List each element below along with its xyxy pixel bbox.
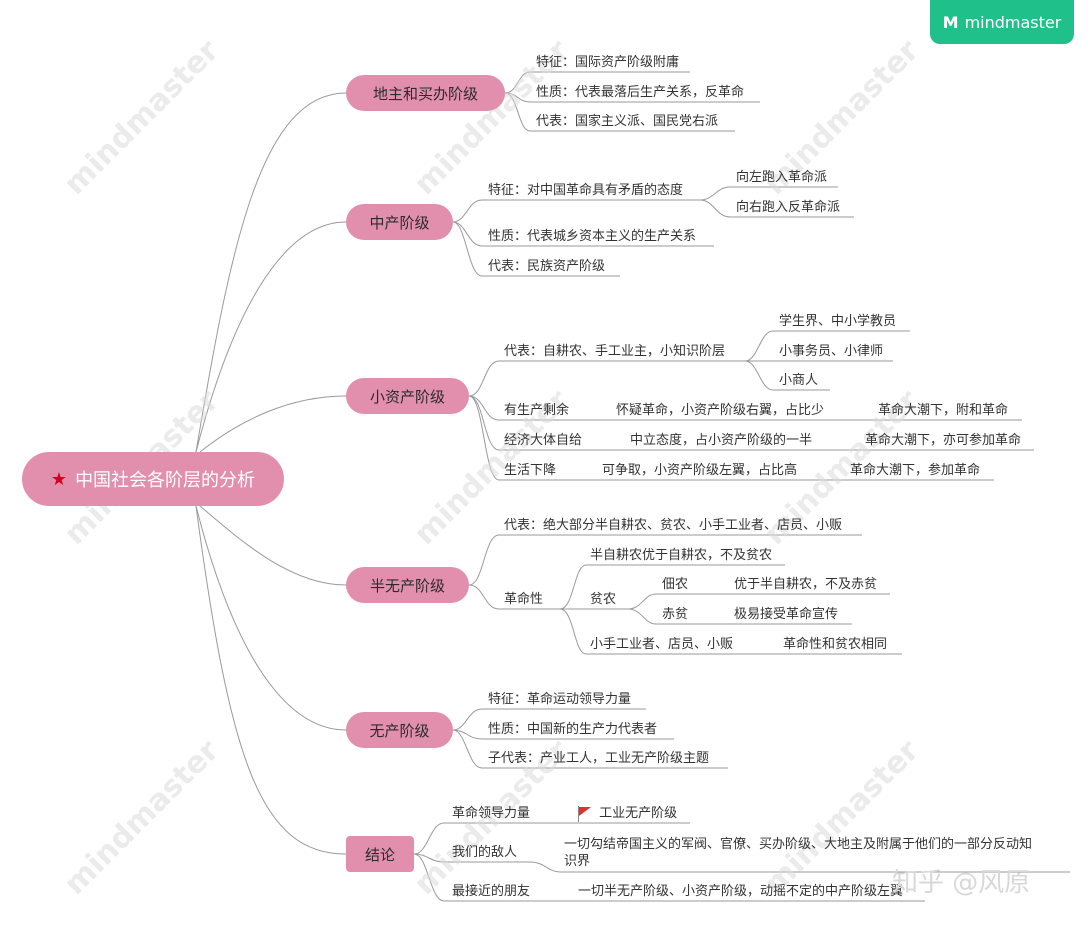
topic-dizhu-nature[interactable]: 性质：代表最落后生产关系，反革命: [536, 85, 745, 100]
topic-xiaozichan-row-c[interactable]: 革命大潮下，附和革命: [878, 403, 1009, 418]
flag-icon: [579, 807, 591, 816]
topic-xiaozichan-rep[interactable]: 代表：自耕农、手工业主，小知识阶层: [504, 344, 726, 359]
star-icon: ★: [50, 468, 68, 490]
topic-jielun-enemy-val-line2[interactable]: 识界: [564, 854, 591, 869]
topic-banwuchan-chi[interactable]: 赤贫: [662, 607, 689, 622]
topic-xiaozichan-rep-sub[interactable]: 小商人: [779, 373, 819, 388]
topic-jielun-lead[interactable]: 革命领导力量: [452, 806, 531, 821]
topic-jielun-friend[interactable]: 最接近的朋友: [452, 884, 531, 899]
topic-jielun-lead-val-text: 工业无产阶级: [599, 806, 678, 821]
branch-wuchan[interactable]: 无产阶级: [346, 712, 453, 748]
topic-jielun-lead-val[interactable]: 工业无产阶级: [578, 806, 677, 822]
topic-banwuchan-chi-desc[interactable]: 极易接受革命宣传: [734, 607, 839, 622]
branch-jielun[interactable]: 结论: [346, 836, 414, 872]
topic-banwuchan-dian[interactable]: 佃农: [662, 577, 689, 592]
root-topic-label: 中国社会各阶层的分析: [75, 470, 256, 491]
topic-xiaozichan-rep-sub[interactable]: 学生界、中小学教员: [779, 314, 897, 329]
zhihu-credit: 知乎 @风原: [892, 868, 1031, 898]
topic-zhongchan-nature[interactable]: 性质：代表城乡资本主义的生产关系: [488, 229, 697, 244]
flag-icon: [578, 806, 579, 822]
topic-zhongchan-rep[interactable]: 代表：民族资产阶级: [488, 259, 606, 274]
topic-dizhu-rep[interactable]: 代表：国家主义派、国民党右派: [536, 114, 719, 129]
branch-dizhu[interactable]: 地主和买办阶级: [346, 75, 505, 111]
topic-banwuchan-rev1[interactable]: 半自耕农优于自耕农，不及贫农: [590, 548, 773, 563]
topic-wuchan-nature[interactable]: 性质：中国新的生产力代表者: [488, 722, 658, 737]
topic-xiaozichan-row-a[interactable]: 经济大体自给: [504, 433, 583, 448]
topic-banwuchan-shou-desc[interactable]: 革命性和贫农相同: [783, 637, 888, 652]
topic-xiaozichan-row-a[interactable]: 生活下降: [504, 463, 557, 478]
topic-xiaozichan-row-c[interactable]: 革命大潮下，参加革命: [850, 463, 981, 478]
topic-banwuchan-rep[interactable]: 代表：绝大部分半自耕农、贫农、小手工业者、店员、小贩: [504, 518, 843, 533]
branch-zhongchan[interactable]: 中产阶级: [346, 204, 453, 240]
topic-xiaozichan-row-b[interactable]: 怀疑革命，小资产阶级右翼，占比少: [616, 403, 825, 418]
topic-jielun-enemy-val-line1[interactable]: 一切勾结帝国主义的军阀、官僚、买办阶级、大地主及附属于他们的一部分反动知: [564, 837, 1033, 852]
topic-xiaozichan-row-b[interactable]: 中立态度，占小资产阶级的一半: [630, 433, 813, 448]
mindmaster-logo-text: mindmaster: [964, 12, 1062, 32]
topic-banwuchan-rev[interactable]: 革命性: [504, 592, 544, 607]
topic-zhongchan-feature[interactable]: 特征：对中国革命具有矛盾的态度: [488, 183, 684, 198]
mindmaster-logo-icon: M: [942, 12, 959, 32]
topic-xiaozichan-row-b[interactable]: 可争取，小资产阶级左翼，占比高: [602, 463, 798, 478]
topic-xiaozichan-rep-sub[interactable]: 小事务员、小律师: [779, 344, 884, 359]
mindmaster-logo: M mindmaster: [930, 0, 1074, 44]
topic-banwuchan-dian-desc[interactable]: 优于半自耕农，不及赤贫: [734, 577, 878, 592]
topic-wuchan-rep[interactable]: 子代表：产业工人，工业无产阶级主题: [488, 751, 710, 766]
topic-banwuchan-pinnong[interactable]: 贫农: [590, 592, 617, 607]
topic-zhongchan-right[interactable]: 向右跑入反革命派: [736, 200, 841, 215]
topic-xiaozichan-row-c[interactable]: 革命大潮下，亦可参加革命: [865, 433, 1022, 448]
topic-zhongchan-left[interactable]: 向左跑入革命派: [736, 170, 828, 185]
branch-xiaozichan[interactable]: 小资产阶级: [346, 378, 469, 414]
topic-wuchan-feature[interactable]: 特征：革命运动领导力量: [488, 692, 632, 707]
branch-banwuchan[interactable]: 半无产阶级: [346, 567, 469, 603]
root-topic[interactable]: ★ 中国社会各阶层的分析: [22, 452, 284, 506]
topic-banwuchan-shou[interactable]: 小手工业者、店员、小贩: [590, 637, 734, 652]
topic-xiaozichan-row-a[interactable]: 有生产剩余: [504, 403, 570, 418]
topic-jielun-friend-val[interactable]: 一切半无产阶级、小资产阶级，动摇不定的中产阶级左翼: [578, 884, 904, 899]
topic-jielun-enemy[interactable]: 我们的敌人: [452, 845, 518, 860]
topic-dizhu-feature[interactable]: 特征：国际资产阶级附庸: [536, 55, 680, 70]
